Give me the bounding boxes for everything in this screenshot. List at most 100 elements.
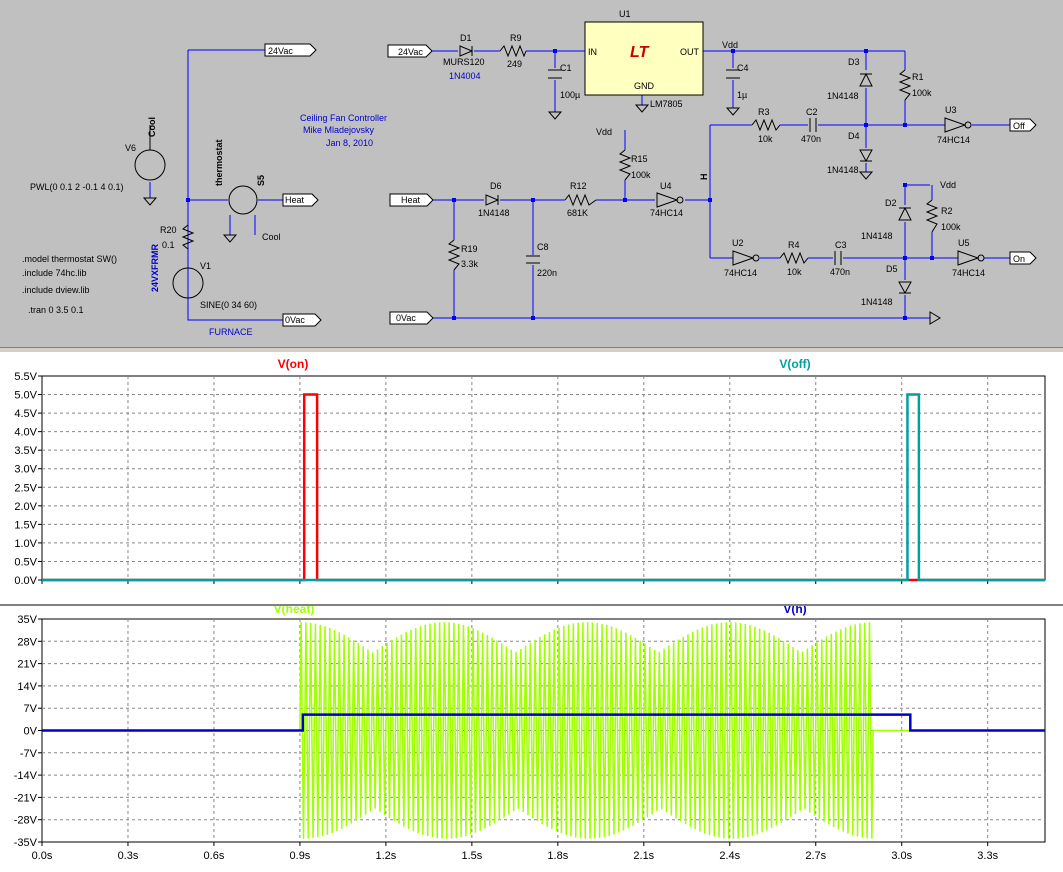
y-tick-label: 4.5V xyxy=(14,408,37,420)
schematic-components xyxy=(134,21,985,299)
net-h: H xyxy=(699,174,709,181)
r12-name: R12 xyxy=(570,181,587,191)
directive-model: .model thermostat SW() xyxy=(22,254,117,264)
directive-tran: .tran 0 3.5 0.1 xyxy=(28,305,84,315)
d4-name: D4 xyxy=(848,131,860,141)
u2-model: 74HC14 xyxy=(724,268,757,278)
series-voff xyxy=(42,393,1045,582)
directive-include-74hc: .include 74hc.lib xyxy=(22,268,87,278)
r15-name: R15 xyxy=(631,154,648,164)
y-tick-label: 1.0V xyxy=(14,538,37,550)
vdd-r15: Vdd xyxy=(596,127,612,137)
u1-in: IN xyxy=(588,47,597,57)
r19-name: R19 xyxy=(461,244,478,254)
r9-name: R9 xyxy=(510,33,522,43)
y-tick-label: 28V xyxy=(17,636,37,648)
legend-entry[interactable]: V(on) xyxy=(278,357,309,371)
d5-name: D5 xyxy=(886,264,898,274)
net-heat-right: Heat xyxy=(401,195,421,205)
d2-model: 1N4148 xyxy=(861,231,893,241)
r3-value: 10k xyxy=(758,134,773,144)
x-tick-label: 1.5s xyxy=(461,850,482,862)
v1-value: SINE(0 34 60) xyxy=(200,300,257,310)
series-line xyxy=(42,393,1045,582)
r12-value: 681K xyxy=(567,208,588,218)
u3-model: 74HC14 xyxy=(937,135,970,145)
c8-name: C8 xyxy=(537,242,549,252)
x-tick-label: 0.3s xyxy=(118,850,139,862)
v1-label: 24VXFRMR xyxy=(150,243,160,292)
legend-entry[interactable]: V(off) xyxy=(779,357,810,371)
y-tick-label: 0.0V xyxy=(14,575,37,587)
c2-name: C2 xyxy=(806,107,818,117)
y-tick-label: 3.5V xyxy=(14,445,37,457)
r1-name: R1 xyxy=(912,72,924,82)
y-tick-label: -28V xyxy=(14,815,38,827)
vdd-top: Vdd xyxy=(722,40,738,50)
y-tick-label: 7V xyxy=(24,703,38,715)
x-tick-label: 2.4s xyxy=(719,850,740,862)
u1-gnd: GND xyxy=(634,81,655,91)
y-tick-label: 35V xyxy=(17,614,37,626)
u4-name: U4 xyxy=(660,181,672,191)
schematic-canvas[interactable]: LT Ceiling Fan Controller Mike Mladejovs… xyxy=(0,0,1063,348)
u5-name: U5 xyxy=(958,238,970,248)
r15-value: 100k xyxy=(631,170,651,180)
net-24vac-right: 24Vac xyxy=(398,47,423,57)
net-24vac-left: 24Vac xyxy=(268,46,293,56)
cool-label: Cool xyxy=(262,232,281,242)
v1-name: V1 xyxy=(200,261,211,271)
d6-name: D6 xyxy=(490,181,502,191)
c1-value: 100µ xyxy=(560,90,580,100)
net-on: On xyxy=(1013,254,1025,264)
series-line xyxy=(42,713,1045,732)
title-line-2: Mike Mladejovsky xyxy=(303,125,375,135)
d4-model: 1N4148 xyxy=(827,165,859,175)
y-tick-label: 21V xyxy=(17,659,37,671)
u4-model: 74HC14 xyxy=(650,208,683,218)
d3-model: 1N4148 xyxy=(827,91,859,101)
d1-model: MURS120 xyxy=(443,57,485,67)
d3-name: D3 xyxy=(848,57,860,67)
x-tick-label: 3.3s xyxy=(977,850,998,862)
y-tick-label: 5.5V xyxy=(14,371,37,383)
y-tick-label: 1.5V xyxy=(14,519,37,531)
y-tick-label: -14V xyxy=(14,770,38,782)
y-tick-label: 0.5V xyxy=(14,556,37,568)
y-tick-label: 5.0V xyxy=(14,390,37,402)
series-vh xyxy=(42,713,1045,732)
u3-name: U3 xyxy=(945,105,957,115)
d5-model: 1N4148 xyxy=(861,297,893,307)
v6-value: Cool xyxy=(147,117,157,137)
y-tick-label: 0V xyxy=(24,726,38,738)
lt-logo: LT xyxy=(630,44,650,61)
plot-area[interactable] xyxy=(41,375,1046,581)
x-tick-label: 2.7s xyxy=(805,850,826,862)
r3-name: R3 xyxy=(758,107,770,117)
y-tick-label: 2.5V xyxy=(14,482,37,494)
r1-value: 100k xyxy=(912,88,932,98)
c3-value: 470n xyxy=(830,267,850,277)
s5-name: S5 xyxy=(256,175,266,186)
r4-value: 10k xyxy=(787,267,802,277)
d6-model: 1N4148 xyxy=(478,208,510,218)
v6-name: V6 xyxy=(125,143,136,153)
u1-model: LM7805 xyxy=(650,99,683,109)
r20-name: R20 xyxy=(160,225,177,235)
waveform-pane-top[interactable]: 0.0V0.5V1.0V1.5V2.0V2.5V3.0V3.5V4.0V4.5V… xyxy=(14,357,1046,587)
y-tick-label: 4.0V xyxy=(14,427,37,439)
c2-value: 470n xyxy=(801,134,821,144)
d2-name: D2 xyxy=(885,198,897,208)
net-0vac-right: 0Vac xyxy=(396,313,416,323)
net-flags xyxy=(264,43,1037,327)
net-off: Off xyxy=(1013,121,1025,131)
furnace-label: FURNACE xyxy=(209,327,253,337)
x-tick-label: 1.8s xyxy=(547,850,568,862)
y-tick-label: -7V xyxy=(20,748,38,760)
ground-symbols xyxy=(142,104,941,325)
r19-value: 3.3k xyxy=(461,259,479,269)
waveform-viewer[interactable]: 0.0V0.5V1.0V1.5V2.0V2.5V3.0V3.5V4.0V4.5V… xyxy=(0,352,1063,872)
r2-value: 100k xyxy=(941,222,961,232)
d1-name: D1 xyxy=(460,33,472,43)
